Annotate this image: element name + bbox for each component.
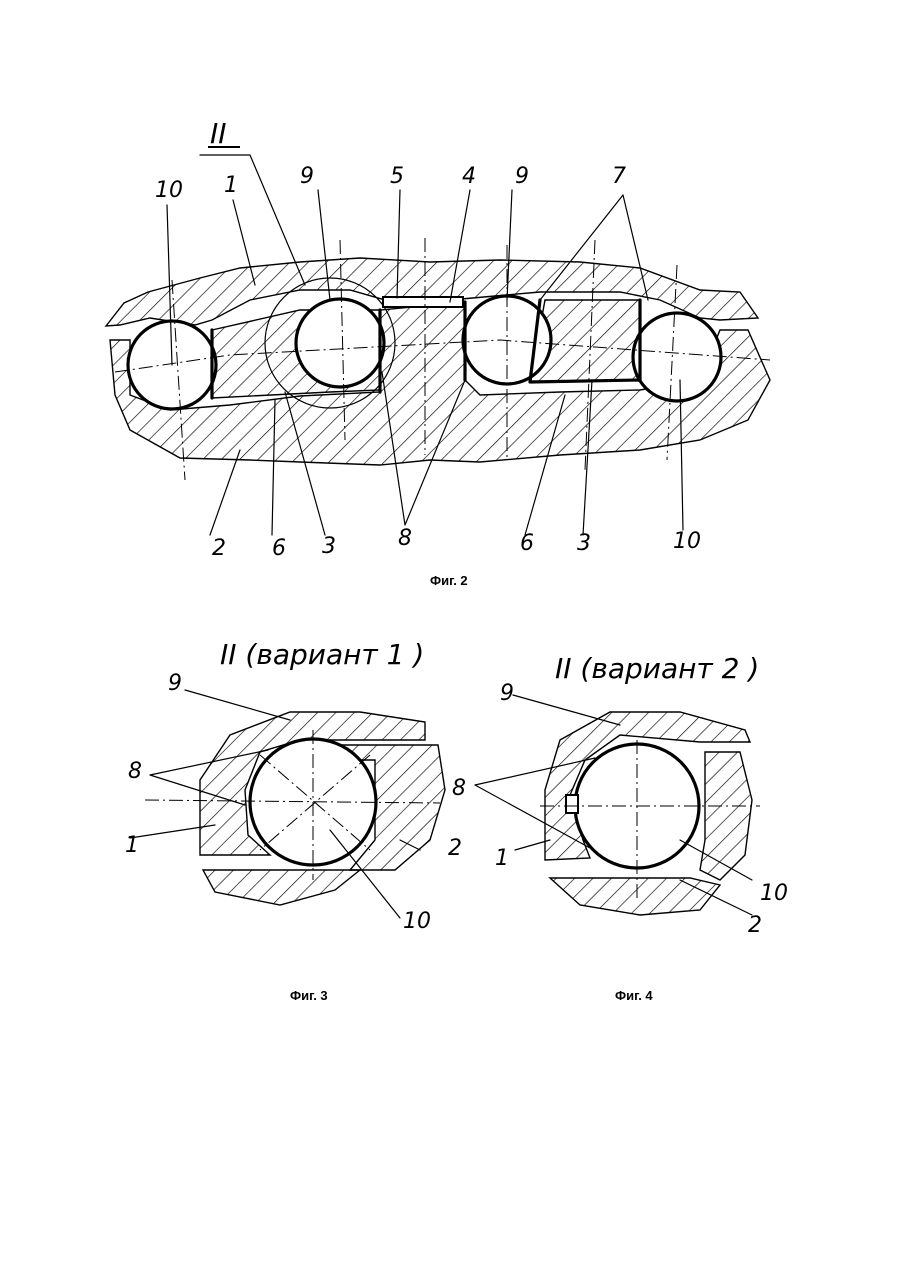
label-8: 8 [398,526,412,551]
fig4-title: II (вариант 2 ) [555,652,759,685]
label-10-top: 10 [155,178,183,203]
caption-fig2: Фиг. 2 [430,573,468,588]
fig3-label-9: 9 [168,671,182,696]
label-7: 7 [612,164,626,189]
fig3-part-2-base [203,870,360,905]
fig4-lug [566,795,578,813]
figure-4-drawing [475,695,760,915]
fig4-part-2 [700,752,752,880]
fig4-label-1: 1 [495,846,509,871]
fig4-label-8: 8 [452,776,466,801]
label-1-top: 1 [224,173,238,198]
label-6-bottom-left: 6 [272,536,286,561]
fig4-label-9: 9 [500,681,514,706]
fig3-title: II (вариант 1 ) [220,638,424,671]
fig3-label-8: 8 [128,759,142,784]
fig4-label-10: 10 [760,881,788,906]
label-3-bottom-left: 3 [322,534,336,559]
figure-2-drawing [106,155,770,535]
label-9-top-right: 9 [515,164,529,189]
caption-fig4: Фиг. 4 [615,988,653,1003]
caption-fig3: Фиг. 3 [290,988,328,1003]
ball-10-right [633,313,721,401]
label-5: 5 [390,164,404,189]
ball-9-left [296,299,384,387]
fig4-part-2-base [550,878,720,915]
label-9-top-left: 9 [300,164,314,189]
fig3-label-10: 10 [403,909,431,934]
label-4: 4 [462,164,476,189]
label-10-bottom: 10 [673,529,701,554]
fig3-label-1: 1 [125,833,139,858]
section-mark-II: II [210,117,227,150]
figure-3-drawing [130,690,445,918]
label-2-bottom: 2 [212,536,226,561]
label-3-bottom-right: 3 [577,531,591,556]
label-6-bottom-right: 6 [520,531,534,556]
fig4-label-2: 2 [748,913,762,938]
fig3-label-2: 2 [448,836,462,861]
